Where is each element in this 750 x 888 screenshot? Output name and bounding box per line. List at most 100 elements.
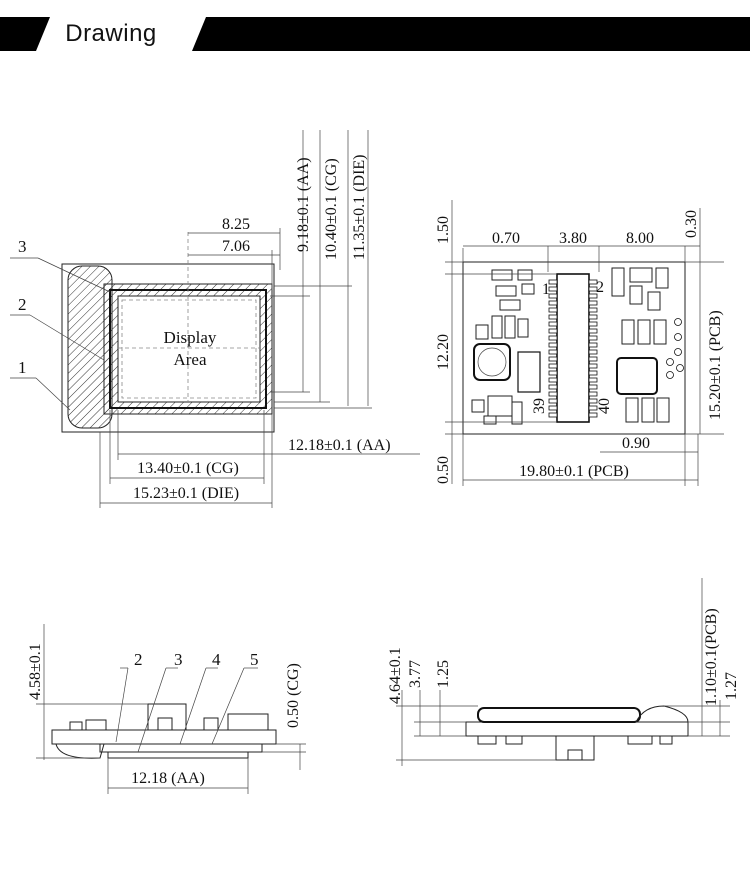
connector-pins-left xyxy=(548,279,558,418)
dim-11-35-die: 11.35±0.1 (DIE) xyxy=(351,155,368,261)
connector-pin xyxy=(548,391,558,397)
pin-2: 2 xyxy=(596,279,604,296)
connector-pin xyxy=(588,377,598,383)
dim-12-18-aa-side: 12.18 (AA) xyxy=(131,770,205,787)
connector-pin xyxy=(588,342,598,348)
dim-1-27: 1.27 xyxy=(723,672,740,700)
connector-pin xyxy=(548,328,558,334)
dim-15-20-pcb: 15.20±0.1 (PCB) xyxy=(707,310,724,420)
connector-pin xyxy=(548,398,558,404)
dim-7-06: 7.06 xyxy=(222,238,250,255)
rear-pcb-view: 1 2 39 40 xyxy=(435,200,724,486)
connector-pin xyxy=(548,293,558,299)
connector-pins-right xyxy=(588,279,598,418)
side-callout-4: 4 xyxy=(212,650,221,669)
connector-pin xyxy=(588,356,598,362)
connector-pin xyxy=(588,279,598,285)
dim-1-25: 1.25 xyxy=(435,660,452,688)
dim-8-00: 8.00 xyxy=(626,230,654,247)
side-pcb-right xyxy=(465,721,689,737)
connector-pin xyxy=(548,363,558,369)
test-point xyxy=(674,348,682,356)
connector-pin xyxy=(588,398,598,404)
connector-pin xyxy=(588,349,598,355)
callout-2: 2 xyxy=(18,295,27,314)
connector-pin xyxy=(548,377,558,383)
callout-1: 1 xyxy=(18,358,27,377)
connector-pin xyxy=(548,384,558,390)
connector-pin xyxy=(588,405,598,411)
dim-0-70: 0.70 xyxy=(492,230,520,247)
drawing-tab: Drawing xyxy=(36,17,206,51)
pin-40: 40 xyxy=(596,398,613,414)
connector-pin xyxy=(588,293,598,299)
aa-dashed xyxy=(121,299,257,399)
connector-pin xyxy=(588,300,598,306)
side-view-left: 4.58±0.1 0.50 (CG) 12.18 (AA) 2 3 4 5 xyxy=(27,624,306,794)
pcb-outline xyxy=(462,261,686,435)
connector-pin xyxy=(588,384,598,390)
side-callout-2: 2 xyxy=(134,650,143,669)
callout-3: 3 xyxy=(18,237,27,256)
front-view: Display Area 3 2 1 8.25 7.06 9.18±0.1 (A… xyxy=(10,130,420,508)
dim-0-50: 0.50 xyxy=(435,456,452,484)
dim-13-40-cg: 13.40±0.1 (CG) xyxy=(137,460,239,477)
connector-pin xyxy=(548,279,558,285)
connector-pin xyxy=(548,370,558,376)
ic-qfn xyxy=(616,357,658,395)
connector-pin xyxy=(588,307,598,313)
connector-pin xyxy=(548,349,558,355)
test-point xyxy=(676,364,684,372)
side-callout-5: 5 xyxy=(250,650,259,669)
test-point xyxy=(674,333,682,341)
dim-15-23-die: 15.23±0.1 (DIE) xyxy=(133,485,239,502)
dim-10-40-cg: 10.40±0.1 (CG) xyxy=(323,158,340,260)
test-point xyxy=(666,371,674,379)
dim-3-80: 3.80 xyxy=(559,230,587,247)
connector-pin xyxy=(588,412,598,418)
dim-9-18-aa: 9.18±0.1 (AA) xyxy=(295,157,312,252)
side-pcb xyxy=(51,729,277,745)
pin-1: 1 xyxy=(542,281,550,298)
module-outline xyxy=(61,263,275,433)
dim-12-18-aa: 12.18±0.1 (AA) xyxy=(288,437,391,454)
dim-3-77: 3.77 xyxy=(407,660,424,688)
side-view-right: 4.64±0.1 3.77 1.25 1.10±0.1(PCB) 1.27 xyxy=(387,578,740,766)
connector-pin xyxy=(548,342,558,348)
connector-pin xyxy=(548,412,558,418)
dim-19-80-pcb: 19.80±0.1 (PCB) xyxy=(519,463,629,480)
dim-12-20: 12.20 xyxy=(435,334,452,370)
dim-0-50-cg: 0.50 (CG) xyxy=(285,663,302,728)
connector-pin xyxy=(588,314,598,320)
drawing-tab-label: Drawing xyxy=(65,20,157,47)
dim-0-30: 0.30 xyxy=(683,210,700,238)
dim-8-25: 8.25 xyxy=(222,216,250,233)
dim-0-90: 0.90 xyxy=(622,435,650,452)
connector-pin xyxy=(588,328,598,334)
connector-pin xyxy=(588,391,598,397)
connector-pin xyxy=(588,321,598,327)
connector-pin xyxy=(588,363,598,369)
connector-body xyxy=(556,273,590,423)
test-point xyxy=(674,318,682,326)
connector-pin xyxy=(588,286,598,292)
connector-pin xyxy=(548,314,558,320)
display-area-label-1: Display xyxy=(164,328,217,347)
connector-pin xyxy=(548,321,558,327)
connector-pin xyxy=(548,307,558,313)
connector-pin xyxy=(548,405,558,411)
connector-pin xyxy=(548,286,558,292)
connector-pin xyxy=(588,370,598,376)
dim-1-10-pcb: 1.10±0.1(PCB) xyxy=(703,608,720,706)
connector-pin xyxy=(548,335,558,341)
test-point xyxy=(666,358,674,366)
dim-4-64: 4.64±0.1 xyxy=(387,647,404,704)
dim-4-58: 4.58±0.1 xyxy=(27,643,44,700)
side-callout-3: 3 xyxy=(174,650,183,669)
inductor xyxy=(473,343,511,381)
pin-39: 39 xyxy=(531,398,548,414)
dim-1-50: 1.50 xyxy=(435,216,452,244)
ic-small xyxy=(517,351,541,393)
connector-pin xyxy=(548,300,558,306)
